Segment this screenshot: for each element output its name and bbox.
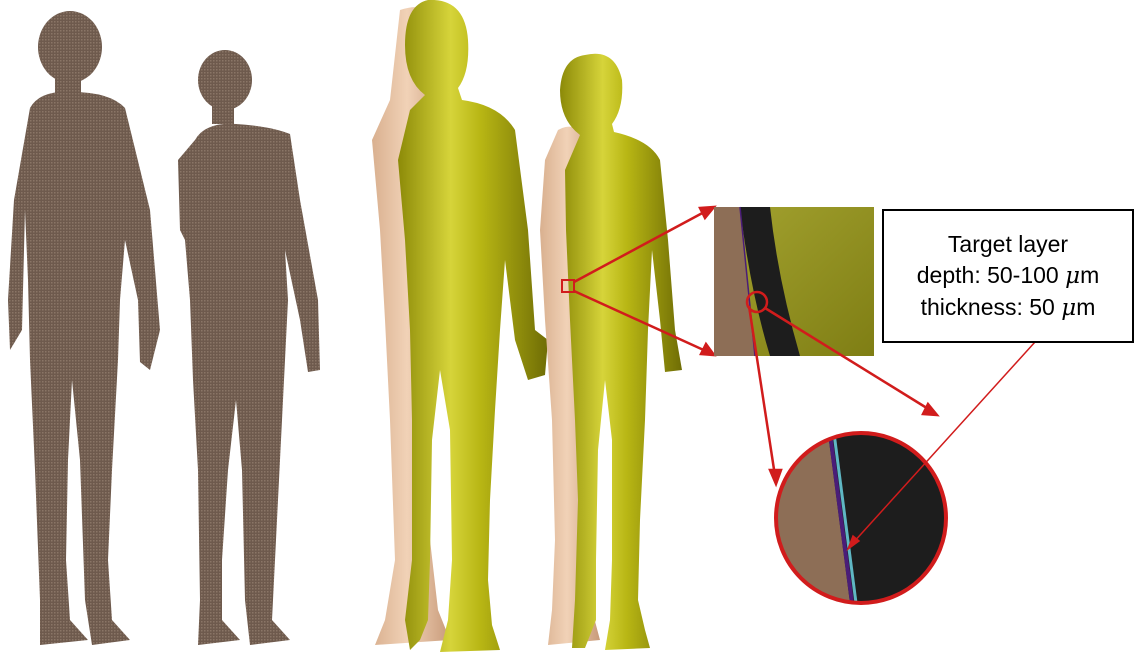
thickness-mu-symbol: μ (1061, 295, 1076, 321)
label-title: Target layer (948, 229, 1068, 260)
target-layer-label: Target layer depth: 50-100 μm thickness:… (882, 209, 1134, 343)
voxel-female-figure-icon (178, 50, 320, 645)
thickness-text: thickness: 50 (921, 294, 1062, 320)
zoom-square (714, 207, 874, 356)
mesh-male-figure-icon (372, 0, 548, 652)
voxel-male-figure-icon (8, 11, 160, 645)
mesh-female-figure-icon (540, 54, 682, 650)
magnified-circle (776, 433, 946, 603)
depth-text: depth: 50-100 (917, 262, 1065, 288)
depth-unit-suffix: m (1080, 262, 1099, 288)
depth-mu-symbol: μ (1065, 263, 1080, 289)
label-depth: depth: 50-100 μm (917, 260, 1099, 292)
label-thickness: thickness: 50 μm (921, 292, 1096, 324)
thickness-unit-suffix: m (1076, 294, 1095, 320)
